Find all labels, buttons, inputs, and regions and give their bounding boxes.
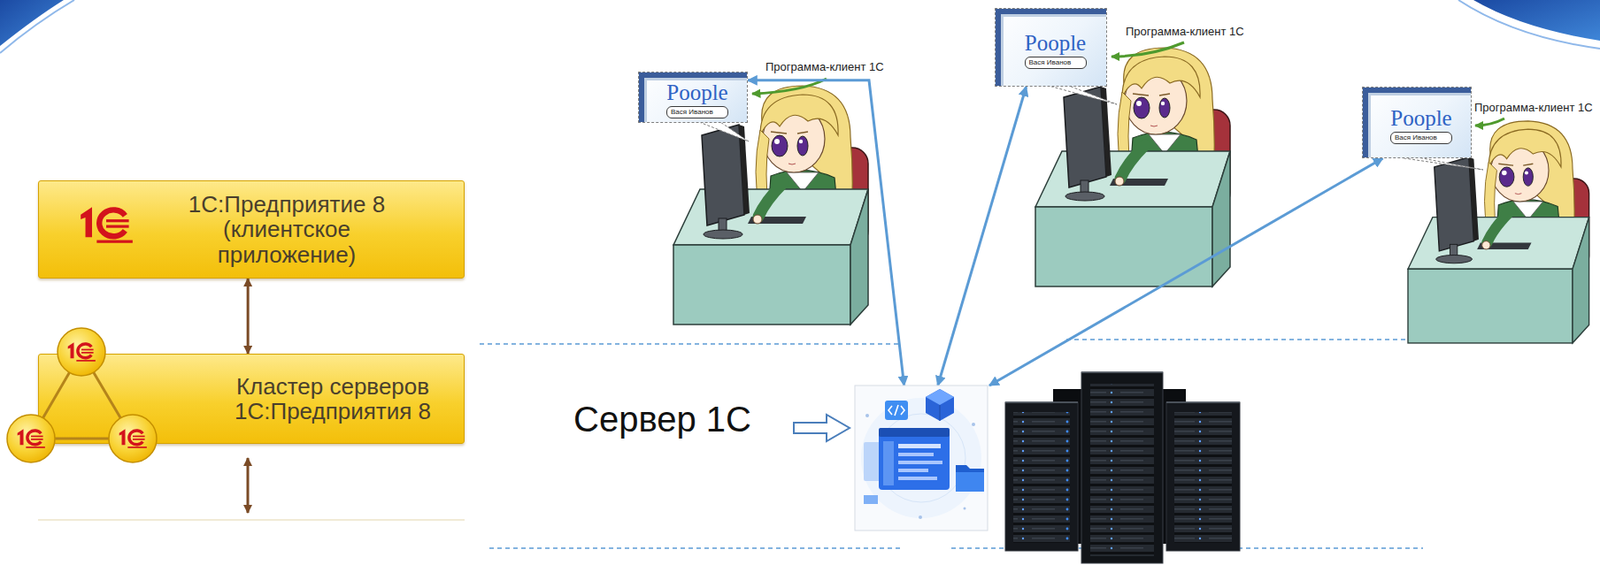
server-racks	[1005, 402, 1078, 552]
dashed-separator	[489, 547, 903, 550]
search-logo: Poople	[1390, 107, 1452, 130]
box-title: 1С:Предприятие 8 (клиентское приложение)	[176, 192, 398, 267]
lower-double-arrow	[38, 458, 465, 521]
speech-tail	[1398, 157, 1484, 170]
speech-tail	[699, 85, 1484, 170]
link-arrow	[989, 158, 1384, 386]
box-title: Кластер серверов 1С:Предприятия 8	[226, 374, 439, 424]
server-racks	[1013, 412, 1070, 544]
link-arrow	[938, 86, 1027, 386]
dashed-separator	[1066, 338, 1424, 341]
corner-decoration	[1458, 0, 1600, 49]
node-decoration	[793, 385, 988, 531]
speech-tail	[1048, 85, 1117, 105]
node-decoration	[7, 328, 157, 463]
dashed-separator	[479, 343, 899, 346]
search-logo: Poople	[1024, 31, 1086, 54]
client-program-label: Программа-клиент 1С	[1474, 101, 1593, 116]
label-pointer-arrow	[1475, 118, 1505, 126]
server-racks	[1090, 384, 1154, 557]
corner-decoration	[0, 0, 75, 54]
server-racks	[1174, 412, 1232, 544]
client-window: PoopleВася Иванов	[1361, 86, 1472, 159]
corner-decoration	[0, 0, 64, 47]
node-decoration	[80, 207, 133, 244]
server-caption: Сервер 1С	[573, 400, 752, 439]
speech-tail	[699, 122, 749, 142]
label-pointer-arrow	[1111, 42, 1185, 57]
corner-decoration	[0, 0, 1600, 54]
server-racks	[1005, 372, 1240, 403]
client-program-label: Программа-клиент 1С	[1125, 25, 1245, 39]
client-app-box: 1С:Предприятие 8 (клиентское приложение)	[38, 180, 465, 279]
girl-illustration	[673, 47, 1590, 344]
search-field: Вася Иванов	[1390, 131, 1453, 145]
client-program-label: Программа-клиент 1С	[765, 61, 885, 75]
lower-double-arrow	[38, 519, 465, 522]
search-field: Вася Иванов	[666, 106, 729, 119]
lower-double-arrow	[246, 458, 250, 514]
server-racks	[1081, 372, 1163, 564]
search-field: Вася Иванов	[1024, 56, 1087, 70]
link-arrow	[747, 80, 905, 386]
link-arrow	[246, 278, 250, 354]
client-window: PoopleВася Иванов	[994, 7, 1108, 87]
server-node: Сервер 1С	[573, 385, 990, 533]
client-window: PoopleВася Иванов	[638, 71, 748, 124]
search-logo: Poople	[666, 81, 728, 104]
server-racks	[1005, 372, 1240, 564]
server-racks	[1166, 402, 1240, 552]
dashed-separator	[479, 339, 1424, 549]
server-cluster-box: Кластер серверов 1С:Предприятия 8	[38, 353, 465, 445]
